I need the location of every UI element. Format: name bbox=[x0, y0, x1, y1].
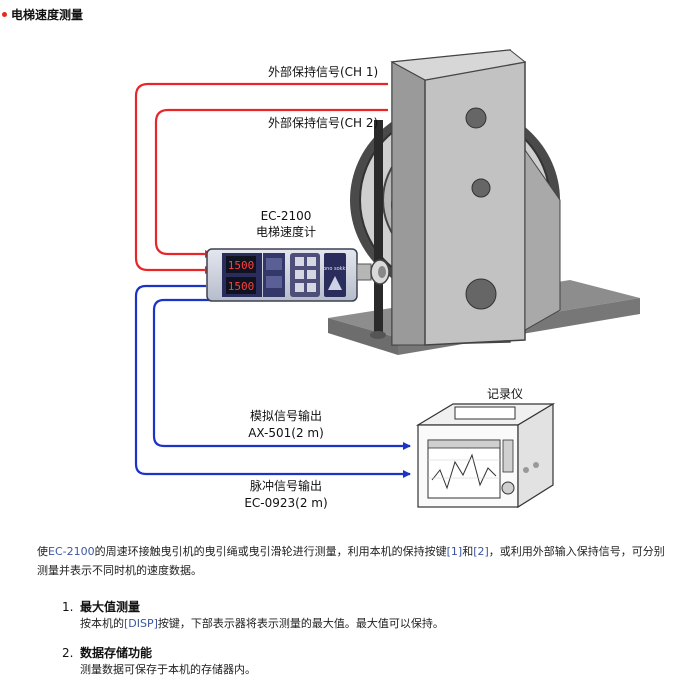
label-recorder: 记录仪 bbox=[487, 387, 523, 401]
intro-text-3: 和 bbox=[462, 545, 474, 558]
label-device-model: EC-2100 bbox=[261, 209, 312, 223]
intro-paragraph: 使EC-2100的周速环接触曳引机的曳引绳或曳引滑轮进行测量，利用本机的保持按键… bbox=[37, 542, 667, 580]
feature-title: 数据存储功能 bbox=[80, 646, 153, 660]
feature-description: 测量数据可保存于本机的存储器内。 bbox=[62, 662, 662, 678]
feature-item: 1. 最大值测量 按本机的[DISP]按键，下部表示器将表示测量的最大值。最大值可… bbox=[62, 598, 662, 632]
feature-desc-text-2: 按键，下部表示器将表示测量的最大值。最大值可以保持。 bbox=[157, 617, 444, 630]
machine-tower bbox=[390, 49, 561, 346]
feature-number: 2. bbox=[62, 646, 74, 660]
feature-heading: 1. 最大值测量 bbox=[62, 598, 662, 616]
intro-code-model: EC-2100 bbox=[48, 545, 95, 558]
display-bottom-readout: 1500 bbox=[228, 280, 255, 293]
feature-desc-text-1: 按本机的 bbox=[80, 617, 124, 630]
label-pulse-part: EC-0923(2 m) bbox=[244, 496, 327, 510]
pulse-output-cable bbox=[134, 284, 411, 478]
intro-code-key1: [1] bbox=[446, 545, 463, 558]
ec2100-speed-meter: 1500 1500 ono sokki bbox=[206, 248, 358, 302]
feature-description: 按本机的[DISP]按键，下部表示器将表示测量的最大值。最大值可以保持。 bbox=[62, 616, 662, 632]
feature-list: 1. 最大值测量 按本机的[DISP]按键，下部表示器将表示测量的最大值。最大值可… bbox=[62, 598, 662, 690]
hold-signal-ch1-cable bbox=[134, 82, 388, 274]
intro-text-1: 使 bbox=[37, 545, 48, 558]
feature-heading: 2. 数据存储功能 bbox=[62, 644, 662, 662]
label-hold-signal-ch1: 外部保持信号(CH 1) bbox=[268, 64, 378, 79]
brand-logo: ono sokki bbox=[323, 266, 347, 272]
feature-item: 2. 数据存储功能 测量数据可保存于本机的存储器内。 bbox=[62, 644, 662, 678]
page-title: 电梯速度测量 bbox=[11, 8, 84, 22]
label-hold-signal-ch2: 外部保持信号(CH 2) bbox=[268, 115, 378, 130]
intro-text-4: ，或利用外部输入保持信号，可分别测量并表示不同时机的速度数据。 bbox=[37, 545, 665, 577]
feature-title: 最大值测量 bbox=[80, 600, 141, 614]
label-pulse-output: 脉冲信号输出 bbox=[250, 478, 322, 493]
intro-code-key2: [2] bbox=[473, 545, 489, 558]
traction-rope bbox=[374, 120, 383, 335]
feature-desc-text-1: 测量数据可保存于本机的存储器内。 bbox=[80, 663, 256, 676]
rope-end bbox=[370, 331, 386, 339]
page-heading: 电梯速度测量 bbox=[2, 6, 83, 23]
measurement-diagram: 1500 1500 ono sokki bbox=[134, 49, 640, 510]
label-device-name: 电梯速度计 bbox=[256, 224, 316, 239]
analog-output-cable bbox=[152, 298, 411, 450]
contact-wheel bbox=[356, 259, 390, 285]
hold-signal-ch2-cable bbox=[154, 108, 388, 258]
label-analog-part: AX-501(2 m) bbox=[248, 426, 324, 440]
display-top-readout: 1500 bbox=[228, 259, 255, 272]
feature-desc-code: [DISP] bbox=[124, 617, 158, 630]
intro-text-2: 的周速环接触曳引机的曳引绳或曳引滑轮进行测量，利用本机的保持按键 bbox=[94, 545, 447, 558]
label-analog-output: 模拟信号输出 bbox=[250, 408, 322, 423]
chart-recorder bbox=[415, 402, 556, 509]
feature-number: 1. bbox=[62, 600, 74, 614]
bullet-icon bbox=[2, 12, 7, 17]
